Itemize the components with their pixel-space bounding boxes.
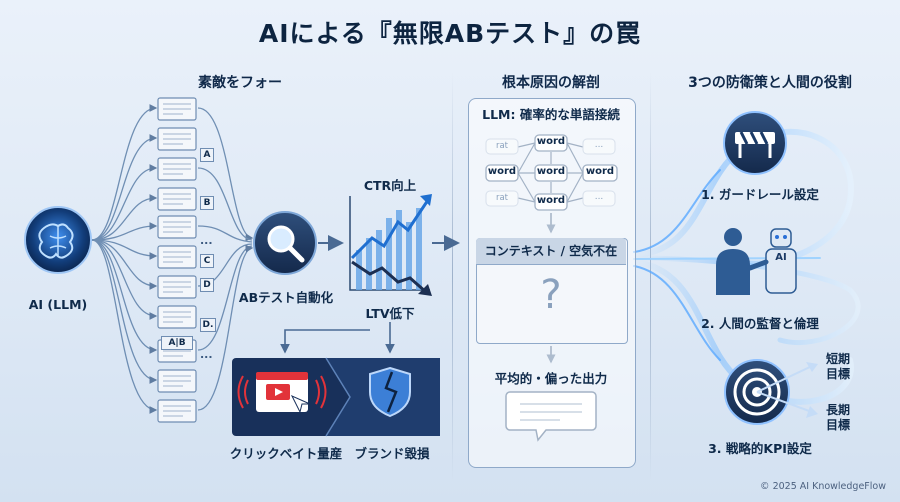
page-title: AIによる『無限ABテスト』の罠 [258,19,642,48]
long-term-line-2: 目標 [826,418,851,432]
word-node-right: word [585,166,615,177]
human-ai-icon [716,228,797,295]
word-node-top: word [536,136,566,147]
ellipsis-2: ... [200,348,213,361]
variant-tag-b: B [200,196,214,210]
target-icon [724,359,818,425]
word-node-dots-1: ... [594,140,604,150]
llm-panel-title: LLM: 確率的な単語接続 [482,107,620,122]
ctr-label: CTR向上 [363,178,417,193]
consequences-panel [232,357,440,437]
word-node-dots-2: ... [594,192,604,202]
clickbait-label: クリックベイト量産 [229,446,343,461]
ctr-ltv-chart [349,194,432,296]
ellipsis-1: ... [200,234,213,247]
ab-automation-label: ABテスト自動化 [238,290,334,305]
variant-tag-d: D [200,278,214,292]
ai-robot-badge: AI [775,252,787,263]
barrier-icon [723,111,787,175]
copyright-footer: © 2025 AI KnowledgeFlow [760,481,886,492]
ai-llm-label: AI (LLM) [28,297,88,312]
short-term-goal-label: 短期 目標 [826,352,850,382]
middle-column-heading: 根本原因の解剖 [502,75,600,91]
short-term-line-1: 短期 [826,352,851,366]
variant-tag-c: C [200,254,214,268]
context-label: コンテキスト / 空気不在 [476,238,626,265]
ltv-label: LTV低下 [365,306,415,321]
left-column-heading: 素敵をフォー [198,75,282,91]
word-node-center: word [536,166,566,177]
fan-out-lines [91,104,158,414]
strategic-kpi-label: 3. 戦略的KPI設定 [708,441,812,456]
long-term-line-1: 長期 [826,403,851,417]
document-stack [157,97,197,423]
long-term-goal-label: 長期 目標 [826,403,850,433]
short-term-line-2: 目標 [826,367,851,381]
biased-output-label: 平均的・偏った出力 [494,371,608,386]
word-node-rat-1: rat [495,141,509,151]
word-node-bottom: word [536,195,566,206]
word-node-rat-2: rat [495,193,509,203]
human-oversight-label: 2. 人間の監督と倫理 [701,316,819,331]
ai-brain-icon [24,206,92,274]
word-node-left: word [487,166,517,177]
column-divider-2 [650,72,651,482]
variant-tag-ab: A|B [161,336,193,350]
variant-tag-a: A [200,148,214,162]
magnifier-icon [253,211,317,275]
question-mark: ? [540,272,562,318]
column-divider-1 [452,72,453,482]
converge-lines [197,107,254,411]
brand-damage-label: ブランド毀損 [354,446,430,461]
guardrail-label: 1. ガードレール設定 [701,187,819,202]
right-column-heading: 3つの防衛策と人間の役割 [688,75,852,91]
variant-tag-d2: D. [200,318,216,332]
